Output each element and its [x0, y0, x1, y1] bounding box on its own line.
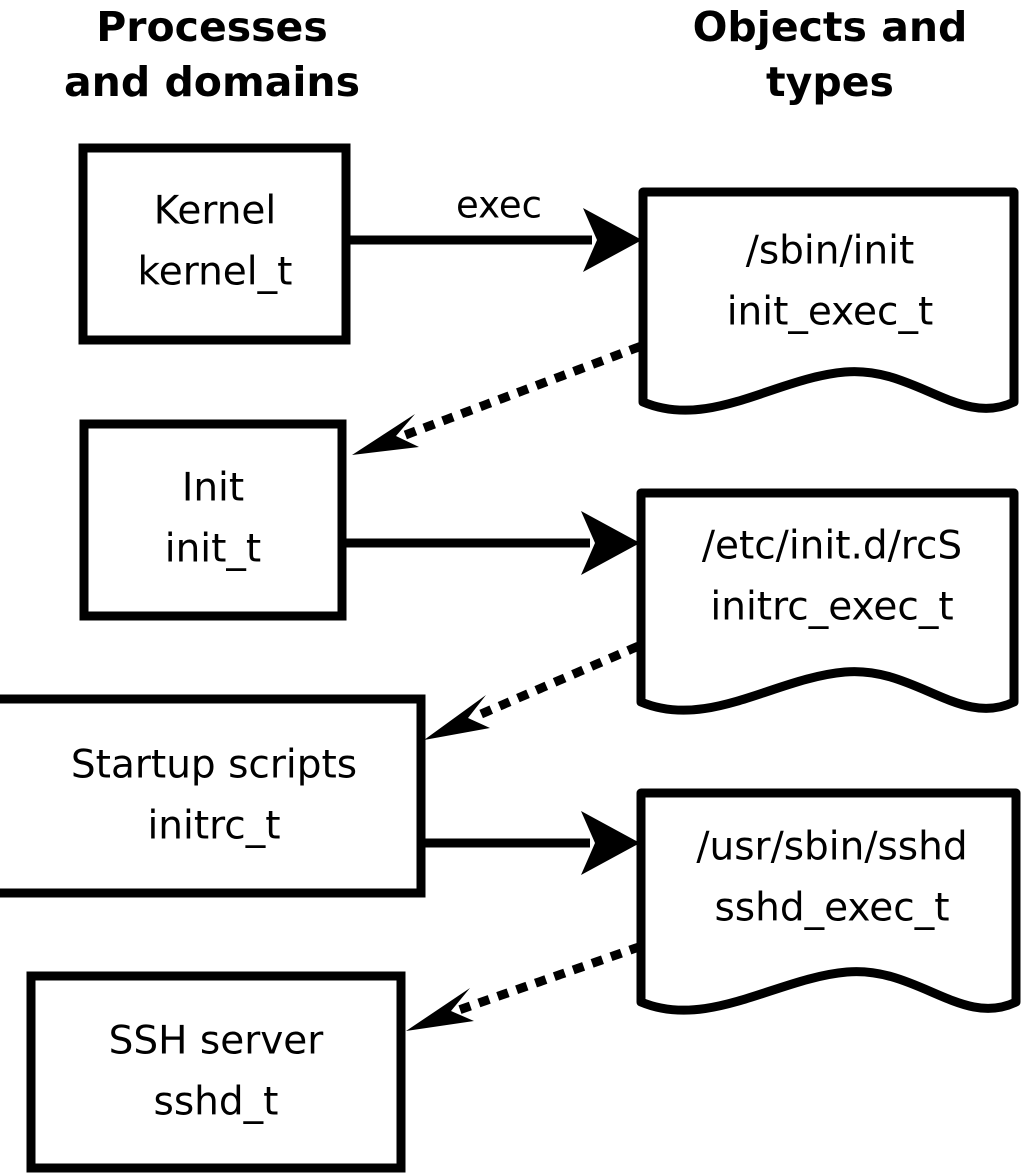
process-node-startup-scripts-name: Startup scripts: [71, 743, 357, 788]
process-node-init-type: init_t: [165, 527, 261, 572]
object-node-sshd-exec-frame: [636, 788, 1021, 1015]
edge-label-exec: exec: [456, 184, 542, 227]
edge-init-exec-rcs-arrowhead: [581, 511, 640, 575]
process-node-kernel-frame: [78, 143, 351, 345]
object-node-rcs[interactable]: /etc/init.d/rcS initrc_exec_t: [636, 488, 1019, 715]
process-node-init-frame: [79, 419, 347, 621]
column-header-processes-line2: and domains: [64, 58, 360, 106]
object-node-sbin-init-type: init_exec_t: [727, 290, 934, 335]
edge-rcs-transition-startup-line: [466, 642, 640, 724]
edge-startup-exec-sshd-arrowhead: [581, 811, 640, 875]
edge-sshd-exec-transition-sshd-arrowhead: [406, 988, 474, 1031]
object-node-rcs-type: initrc_exec_t: [710, 585, 953, 630]
edge-sbin-init-transition-init-arrowhead: [352, 414, 419, 455]
object-node-sshd-exec[interactable]: /usr/sbin/sshd sshd_exec_t: [636, 788, 1021, 1015]
edge-sshd-exec-transition-sshd-line: [450, 942, 642, 1017]
process-node-ssh-server-frame: [26, 971, 406, 1173]
object-node-rcs-frame: [636, 488, 1019, 715]
edge-sbin-init-transition-init-line: [394, 342, 642, 443]
object-node-sbin-init[interactable]: /sbin/init init_exec_t: [638, 187, 1019, 415]
object-node-rcs-path: /etc/init.d/rcS: [702, 524, 962, 569]
edge-init-exec-rcs: [342, 511, 640, 575]
column-header-objects: Objects and types: [693, 3, 968, 106]
object-node-sshd-exec-type: sshd_exec_t: [714, 886, 949, 931]
process-node-kernel-type: kernel_t: [138, 250, 293, 295]
process-node-startup-scripts-type: initrc_t: [147, 804, 280, 849]
edge-rcs-transition-startup-arrowhead: [424, 695, 490, 740]
process-node-kernel-name: Kernel: [154, 189, 277, 234]
object-node-sbin-init-frame: [638, 187, 1019, 415]
process-node-ssh-server-type: sshd_t: [154, 1080, 279, 1125]
process-node-init[interactable]: Init init_t: [79, 419, 347, 621]
column-header-processes-line1: Processes: [96, 3, 328, 51]
object-node-sbin-init-path: /sbin/init: [746, 229, 915, 274]
process-node-startup-scripts[interactable]: Startup scripts initrc_t: [0, 694, 426, 898]
process-node-startup-scripts-frame: [0, 694, 426, 898]
edge-kernel-exec-sbin-init: exec: [346, 184, 642, 272]
edge-kernel-exec-sbin-init-arrowhead: [583, 208, 642, 272]
process-node-init-name: Init: [182, 466, 244, 511]
column-header-objects-line1: Objects and: [693, 3, 968, 51]
column-header-processes: Processes and domains: [64, 3, 360, 106]
edge-sshd-exec-transition-sshd: [406, 942, 642, 1031]
object-node-sshd-exec-path: /usr/sbin/sshd: [696, 825, 967, 870]
column-header-objects-line2: types: [766, 58, 894, 106]
process-node-ssh-server-name: SSH server: [109, 1019, 325, 1064]
edge-sbin-init-transition-init: [352, 342, 642, 455]
process-node-kernel[interactable]: Kernel kernel_t: [78, 143, 351, 345]
process-node-ssh-server[interactable]: SSH server sshd_t: [26, 971, 406, 1173]
edge-startup-exec-sshd: [421, 811, 640, 875]
edge-rcs-transition-startup: [424, 642, 640, 740]
